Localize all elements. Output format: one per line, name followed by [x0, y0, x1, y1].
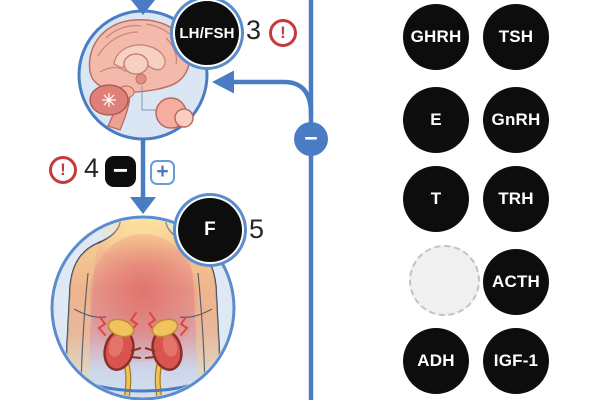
right-arm [188, 243, 222, 397]
minus-button[interactable]: − [105, 156, 136, 187]
body-illustration [50, 215, 236, 400]
hormone-chip-acth[interactable]: ACTH [483, 249, 549, 315]
plus-button[interactable]: + [150, 160, 175, 185]
hormone-slot-empty [409, 245, 480, 316]
alert-icon-4: ! [49, 156, 77, 184]
hormone-chip-lhfsh[interactable]: LH/FSH [175, 1, 239, 65]
hormone-chip-t[interactable]: T [403, 166, 469, 232]
brain-to-body-arrowhead-icon [130, 197, 156, 214]
chest-glow [89, 234, 197, 362]
feedback-branch [233, 79, 314, 115]
kidneys [103, 329, 183, 371]
torso-group [63, 219, 223, 397]
feedback-arrowhead-icon [212, 70, 234, 94]
left-arm [64, 243, 98, 397]
alert-icon-3: ! [269, 19, 297, 47]
hormone-chip-e[interactable]: E [403, 87, 469, 153]
hormone-chip-ghrh[interactable]: GHRH [403, 4, 469, 70]
hormone-chip-adh[interactable]: ADH [403, 328, 469, 394]
hormone-chip-trh[interactable]: TRH [483, 166, 549, 232]
arbor-vitae [102, 93, 116, 107]
brain-illustration [77, 9, 209, 141]
hormone-chip-igf1[interactable]: IGF-1 [483, 328, 549, 394]
hormone-chip-f[interactable]: F [178, 198, 242, 262]
step-4-label: 4 [84, 153, 100, 183]
adrenal-glands [107, 318, 179, 338]
hormone-chip-gnrh[interactable]: GnRH [483, 87, 549, 153]
step-3-label: 3 [246, 15, 262, 45]
thalamus [123, 53, 149, 75]
hypothalamus [135, 73, 147, 85]
stress-marks [97, 312, 189, 336]
pituitary-posterior [174, 108, 194, 128]
pituitary-callout-line [141, 86, 156, 111]
feedback-minus-badge: − [294, 122, 328, 156]
step-5-label: 5 [249, 214, 265, 244]
hormone-chip-tsh[interactable]: TSH [483, 4, 549, 70]
